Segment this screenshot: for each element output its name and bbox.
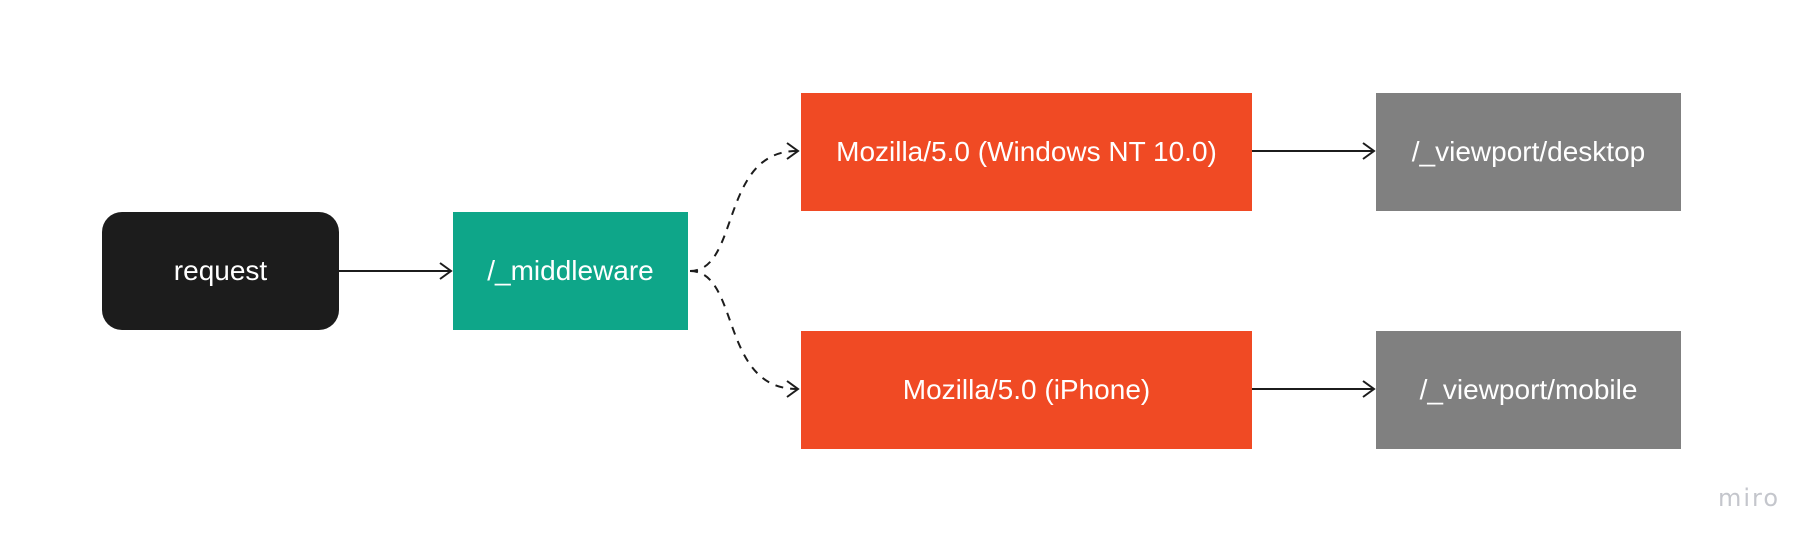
arrowhead-icon bbox=[1362, 380, 1376, 398]
edge-iphone-to-mobile bbox=[1252, 380, 1376, 398]
desktop-viewport-node[interactable]: /_viewport/desktop bbox=[1376, 93, 1681, 211]
middleware-node[interactable]: /_middleware bbox=[453, 212, 688, 330]
arrowhead-icon bbox=[786, 380, 800, 398]
iphone-user-agent-label: Mozilla/5.0 (iPhone) bbox=[902, 374, 1151, 405]
mobile-viewport-node[interactable]: /_viewport/mobile bbox=[1376, 331, 1681, 449]
miro-watermark: miro bbox=[1718, 484, 1781, 512]
windows-user-agent-node[interactable]: Mozilla/5.0 (Windows NT 10.0) bbox=[801, 93, 1252, 211]
desktop-viewport-label: /_viewport/desktop bbox=[1411, 136, 1646, 167]
request-node-label: request bbox=[173, 255, 268, 286]
arrowhead-icon bbox=[439, 262, 453, 280]
middleware-node-label: /_middleware bbox=[487, 255, 654, 286]
iphone-user-agent-node[interactable]: Mozilla/5.0 (iPhone) bbox=[801, 331, 1252, 449]
edge-request-to-middleware bbox=[339, 262, 453, 280]
edge-windows-to-desktop bbox=[1252, 142, 1376, 160]
windows-user-agent-label: Mozilla/5.0 (Windows NT 10.0) bbox=[836, 136, 1217, 167]
mobile-viewport-label: /_viewport/mobile bbox=[1419, 374, 1638, 405]
request-node[interactable]: request bbox=[102, 212, 339, 330]
edge-middleware-to-windows bbox=[689, 142, 800, 272]
arrowhead-icon bbox=[786, 142, 800, 160]
arrowhead-icon bbox=[1362, 142, 1376, 160]
edge-middleware-to-iphone bbox=[689, 270, 800, 398]
